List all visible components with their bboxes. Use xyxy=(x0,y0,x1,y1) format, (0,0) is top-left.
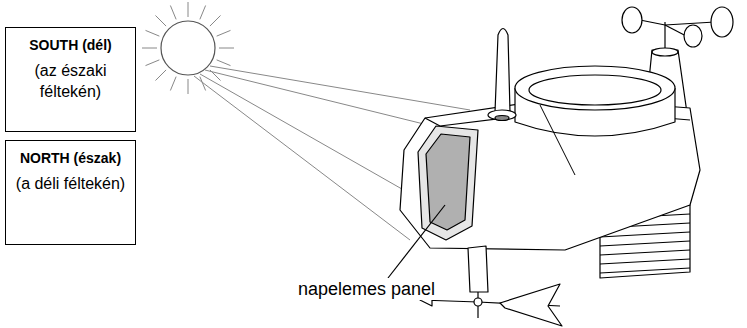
shield-fin xyxy=(600,250,690,255)
sun-ray xyxy=(142,48,157,49)
shield-fin xyxy=(600,259,690,264)
leader-line xyxy=(388,205,445,278)
direction-heading: NORTH (észak) xyxy=(12,149,129,167)
sun-ray xyxy=(146,30,160,36)
shield-fin xyxy=(600,241,690,246)
sun-ray xyxy=(217,60,231,66)
sun-ray xyxy=(170,6,176,20)
sun-ray xyxy=(170,77,176,91)
sun-ray xyxy=(146,60,160,66)
sun-ray xyxy=(188,79,189,94)
sun-ray xyxy=(217,30,231,36)
hemisphere-note: (az északi féltekén) xyxy=(12,60,129,102)
part-label: napelemes panel xyxy=(296,278,437,300)
sun-ray xyxy=(210,15,221,26)
sun-ray xyxy=(155,15,166,26)
shield-fin xyxy=(600,268,690,273)
hemisphere-box: SOUTH (dél) (az északi féltekén) xyxy=(5,27,136,132)
sun-ray xyxy=(188,2,189,17)
station xyxy=(400,7,733,326)
sun-ray xyxy=(219,48,234,49)
direction-heading: SOUTH (dél) xyxy=(12,36,129,54)
sun-ray xyxy=(200,6,206,20)
hemisphere-box: NORTH (észak) (a déli féltekén) xyxy=(5,140,136,245)
sun-ray xyxy=(155,70,166,81)
hemisphere-note: (a déli féltekén) xyxy=(12,173,129,194)
